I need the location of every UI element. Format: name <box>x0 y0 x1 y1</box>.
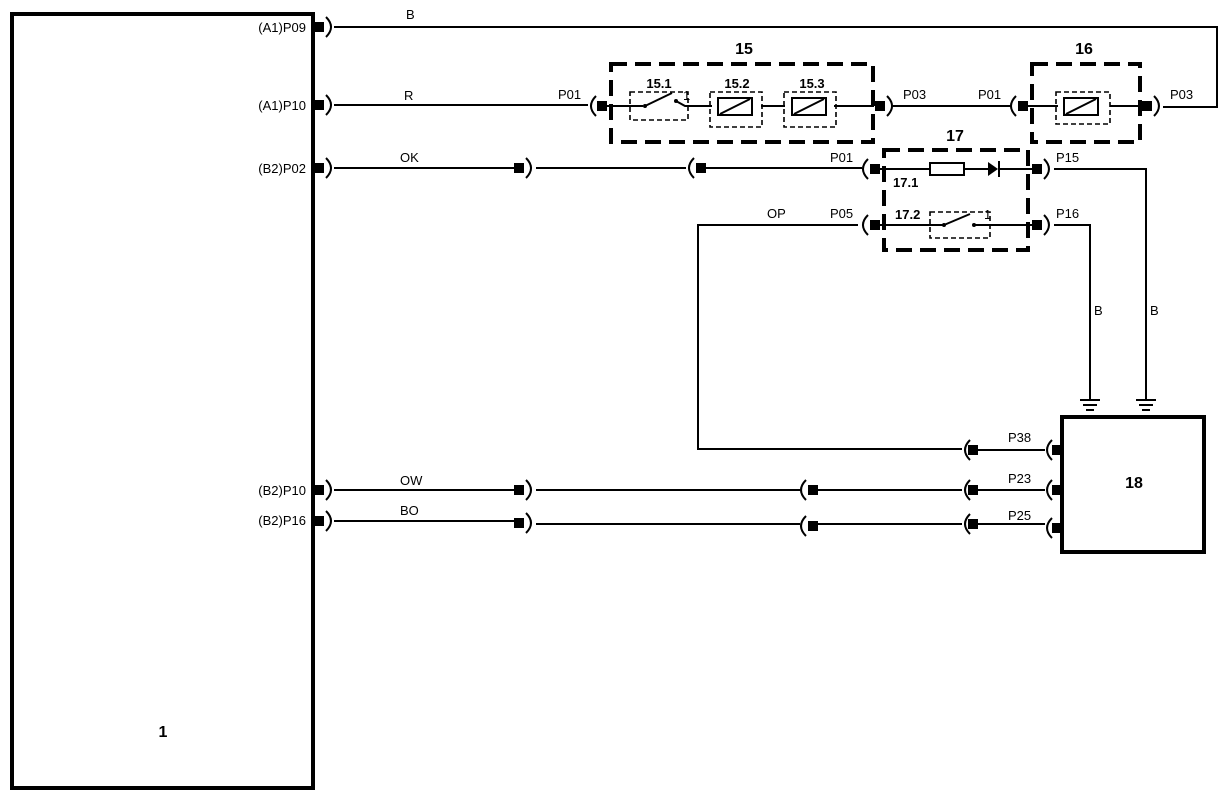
wire-label-r: R <box>404 88 413 103</box>
inline-connector-ok-b <box>688 157 706 179</box>
switch-15-1: 15.1 1 <box>629 76 690 121</box>
resistor-diode-17-1: 17.1 <box>880 161 1032 190</box>
pin-label-m16-p03: P03 <box>1170 87 1193 102</box>
wire-b-p15-ground <box>1054 168 1147 400</box>
pin-label-b2p02: (B2)P02 <box>258 161 306 176</box>
wire-label-b-top: B <box>406 7 415 22</box>
pin-label-m18-p23: P23 <box>1008 471 1031 486</box>
pin-label-b2p10: (B2)P10 <box>258 483 306 498</box>
pin-label-m16-p01: P01 <box>978 87 1001 102</box>
pin-label-a1p09: (A1)P09 <box>258 20 306 35</box>
wire-op <box>697 224 962 450</box>
connector-m15-p03 <box>875 95 893 117</box>
connector-b2p16 <box>314 510 332 532</box>
module-18-box <box>1060 415 1206 554</box>
pin-label-m15-p01: P01 <box>558 87 581 102</box>
svg-text:15.1: 15.1 <box>646 76 671 91</box>
inline-connector-bo-a <box>514 512 532 534</box>
wire-label-b-p16: B <box>1094 303 1103 318</box>
inline-connector-ow-a <box>514 479 532 501</box>
wire-label-ow: OW <box>400 473 423 488</box>
pin-label-m18-p25: P25 <box>1008 508 1031 523</box>
module-18-label: 18 <box>1125 475 1143 492</box>
pin-label-m18-p38: P38 <box>1008 430 1031 445</box>
connector-a1p10 <box>314 94 332 116</box>
svg-text:15.2: 15.2 <box>724 76 749 91</box>
svg-text:17.1: 17.1 <box>893 175 918 190</box>
module-1-box <box>10 12 315 790</box>
module-16-box <box>1030 62 1142 144</box>
connector-a1p09 <box>314 16 332 38</box>
svg-text:15.3: 15.3 <box>799 76 824 91</box>
connector-m18-p25 <box>964 513 1062 539</box>
relay-coil-15-3: 15.3 <box>783 76 837 128</box>
ground-icon-2 <box>1136 399 1156 411</box>
wire-label-bo: BO <box>400 503 419 518</box>
connector-m16-p01 <box>1010 95 1028 117</box>
inline-connector-ok-a <box>514 157 532 179</box>
connector-b2p10 <box>314 479 332 501</box>
module-15-label: 15 <box>735 41 753 58</box>
pin-label-m17-p16: P16 <box>1056 206 1079 221</box>
svg-text:1: 1 <box>683 88 690 103</box>
module-15-box <box>609 62 875 144</box>
pin-label-b2p16: (B2)P16 <box>258 513 306 528</box>
connector-m15-p01 <box>590 95 607 117</box>
module-1-label: 1 <box>159 724 168 741</box>
connector-m18-p23 <box>964 479 1062 501</box>
module-16-label: 16 <box>1075 41 1093 58</box>
module-17-box <box>882 148 1030 252</box>
pin-label-m17-p05: P05 <box>830 206 853 221</box>
svg-text:1: 1 <box>984 207 991 222</box>
wire-label-b-p15: B <box>1150 303 1159 318</box>
wire-b-p16-ground <box>1054 224 1091 400</box>
wire-b-top <box>334 26 1218 108</box>
connector-m17-p15 <box>1032 158 1050 180</box>
connector-b2p02 <box>314 157 332 179</box>
connector-m16-p03 <box>1142 95 1160 117</box>
connector-m18-p38 <box>964 439 1062 461</box>
svg-text:17.2: 17.2 <box>895 207 920 222</box>
inline-connector-ow-b <box>800 479 818 501</box>
module-17-label: 17 <box>946 128 964 145</box>
relay-coil-16 <box>1055 91 1111 125</box>
relay-coil-15-2: 15.2 <box>709 76 763 128</box>
inline-connector-bo-b <box>800 515 818 537</box>
pin-label-a1p10: (A1)P10 <box>258 98 306 113</box>
connector-m17-p05 <box>862 214 880 236</box>
switch-17-2: 17.2 1 <box>880 207 1032 239</box>
pin-label-m17-p15: P15 <box>1056 150 1079 165</box>
pin-label-m17-p01: P01 <box>830 150 853 165</box>
wire-label-ok: OK <box>400 150 419 165</box>
wire-bo <box>334 520 962 525</box>
ground-icon-1 <box>1080 399 1100 411</box>
wire-label-op: OP <box>767 206 786 221</box>
pin-label-m15-p03: P03 <box>903 87 926 102</box>
connector-m17-p01 <box>862 158 880 180</box>
connector-m17-p16 <box>1032 214 1050 236</box>
